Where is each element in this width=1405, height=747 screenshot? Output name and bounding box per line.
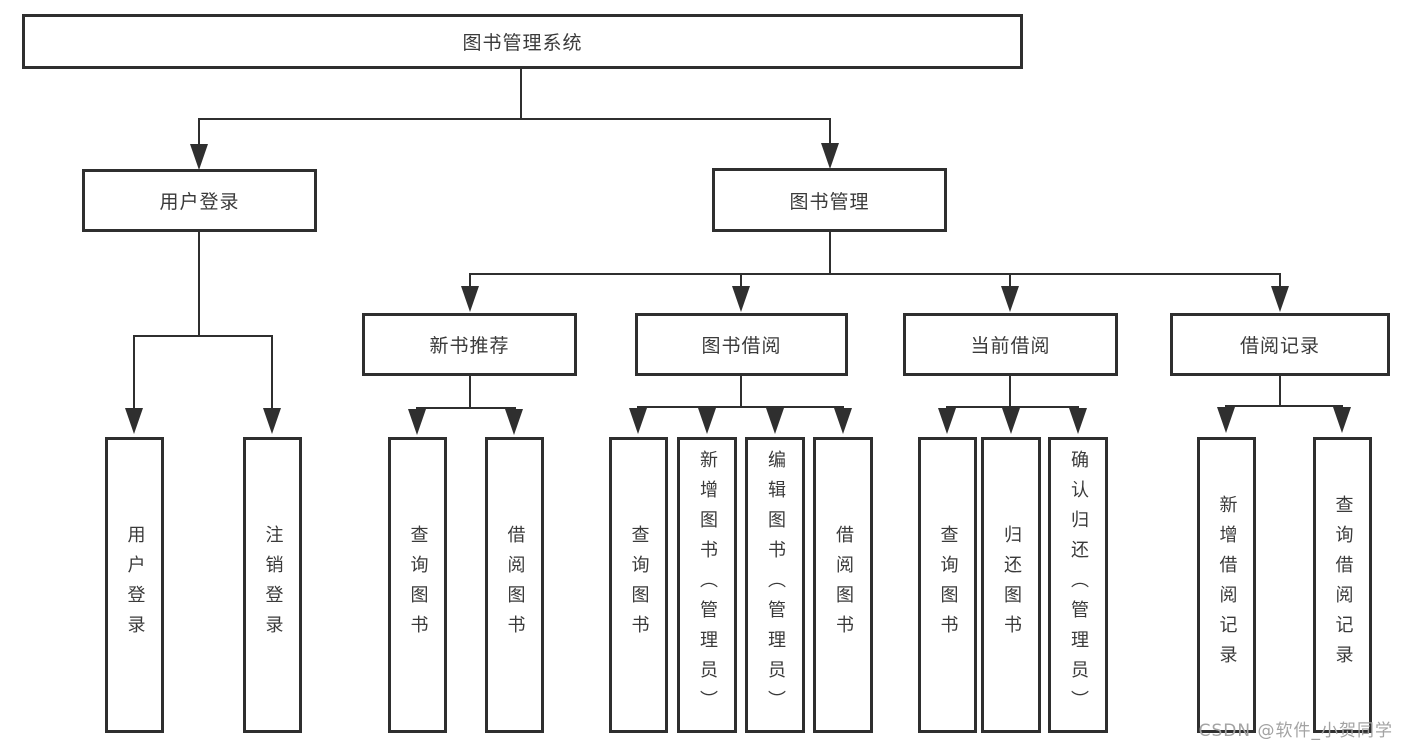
node-user-login: 用户登录 bbox=[82, 169, 317, 232]
leaf-logout: 注销登录 bbox=[243, 437, 302, 733]
connector-line bbox=[1009, 273, 1011, 287]
arrow-down bbox=[408, 409, 426, 435]
csdn-watermark: CSDN @软件_小贺同学 bbox=[1198, 721, 1393, 741]
leaf-query-borrow-record-label: 查询借阅记录 bbox=[1332, 495, 1354, 675]
connector-line bbox=[198, 232, 200, 335]
connector-line bbox=[1009, 376, 1011, 406]
leaf-add-books-admin-label: 新增图书（管理员） bbox=[697, 450, 718, 720]
connector-line bbox=[520, 69, 522, 118]
arrow-down bbox=[461, 286, 479, 312]
leaf-query-books-1: 查询图书 bbox=[388, 437, 447, 733]
leaf-query-books-3: 查询图书 bbox=[918, 437, 977, 733]
arrow-down bbox=[732, 286, 750, 312]
connector-line bbox=[133, 335, 135, 409]
connector-line bbox=[829, 232, 831, 273]
connector-line bbox=[271, 335, 273, 409]
arrow-down bbox=[834, 408, 852, 434]
leaf-edit-books-admin-label: 编辑图书（管理员） bbox=[765, 450, 786, 720]
connector-line bbox=[637, 406, 844, 408]
node-current-borrow: 当前借阅 bbox=[903, 313, 1118, 376]
arrow-down bbox=[766, 408, 784, 434]
connector-line bbox=[133, 335, 273, 337]
node-root: 图书管理系统 bbox=[22, 14, 1023, 69]
leaf-borrow-books-2-label: 借阅图书 bbox=[833, 525, 854, 645]
arrow-down bbox=[629, 408, 647, 434]
leaf-borrow-books-1-label: 借阅图书 bbox=[504, 525, 526, 645]
leaf-logout-label: 注销登录 bbox=[262, 525, 284, 645]
arrow-down bbox=[1217, 407, 1235, 433]
connector-line bbox=[740, 273, 742, 287]
leaf-confirm-return-admin-label: 确认归还（管理员） bbox=[1068, 450, 1089, 720]
connector-line bbox=[198, 118, 200, 145]
connector-line bbox=[198, 118, 831, 120]
leaf-borrow-books-2: 借阅图书 bbox=[813, 437, 873, 733]
connector-line bbox=[469, 273, 471, 287]
leaf-user-login-label: 用户登录 bbox=[124, 525, 146, 645]
leaf-user-login: 用户登录 bbox=[105, 437, 164, 733]
node-borrow-records-label: 借阅记录 bbox=[1239, 335, 1320, 357]
leaf-return-books-label: 归还图书 bbox=[1001, 525, 1022, 645]
node-book-borrow-label: 图书借阅 bbox=[701, 335, 782, 357]
leaf-edit-books-admin: 编辑图书（管理员） bbox=[745, 437, 805, 733]
connector-line bbox=[1279, 376, 1281, 405]
arrow-down bbox=[1069, 408, 1087, 434]
arrow-down bbox=[263, 408, 281, 434]
arrow-down bbox=[1001, 286, 1019, 312]
leaf-add-books-admin: 新增图书（管理员） bbox=[677, 437, 737, 733]
arrow-down bbox=[125, 408, 143, 434]
connector-line bbox=[1279, 273, 1281, 287]
arrow-down bbox=[1271, 286, 1289, 312]
connector-line bbox=[416, 407, 516, 409]
leaf-borrow-books-1: 借阅图书 bbox=[485, 437, 544, 733]
arrow-down bbox=[190, 144, 208, 170]
node-book-borrow: 图书借阅 bbox=[635, 313, 848, 376]
leaf-add-borrow-record: 新增借阅记录 bbox=[1197, 437, 1256, 733]
node-root-label: 图书管理系统 bbox=[462, 32, 583, 54]
node-current-borrow-label: 当前借阅 bbox=[970, 335, 1051, 357]
node-book-management-label: 图书管理 bbox=[789, 190, 870, 213]
arrow-down bbox=[938, 408, 956, 434]
node-new-book-recommend-label: 新书推荐 bbox=[429, 335, 510, 357]
connector-line bbox=[740, 376, 742, 406]
leaf-add-borrow-record-label: 新增借阅记录 bbox=[1216, 495, 1238, 675]
connector-line bbox=[1225, 405, 1343, 407]
leaf-query-borrow-record: 查询借阅记录 bbox=[1313, 437, 1372, 733]
leaf-return-books: 归还图书 bbox=[981, 437, 1041, 733]
arrow-down bbox=[821, 143, 839, 169]
arrow-down bbox=[505, 409, 523, 435]
connector-line bbox=[469, 376, 471, 407]
connector-line bbox=[829, 118, 831, 145]
leaf-confirm-return-admin: 确认归还（管理员） bbox=[1048, 437, 1108, 733]
leaf-query-books-2-label: 查询图书 bbox=[628, 525, 650, 645]
node-new-book-recommend: 新书推荐 bbox=[362, 313, 577, 376]
node-book-management: 图书管理 bbox=[712, 168, 947, 232]
leaf-query-books-1-label: 查询图书 bbox=[407, 525, 429, 645]
arrow-down bbox=[698, 408, 716, 434]
arrow-down bbox=[1333, 407, 1351, 433]
node-user-login-label: 用户登录 bbox=[159, 191, 240, 213]
connector-line bbox=[946, 406, 1079, 408]
leaf-query-books-2: 查询图书 bbox=[609, 437, 668, 733]
connector-line bbox=[469, 273, 1281, 275]
leaf-query-books-3-label: 查询图书 bbox=[937, 525, 959, 645]
node-borrow-records: 借阅记录 bbox=[1170, 313, 1390, 376]
arrow-down bbox=[1002, 408, 1020, 434]
